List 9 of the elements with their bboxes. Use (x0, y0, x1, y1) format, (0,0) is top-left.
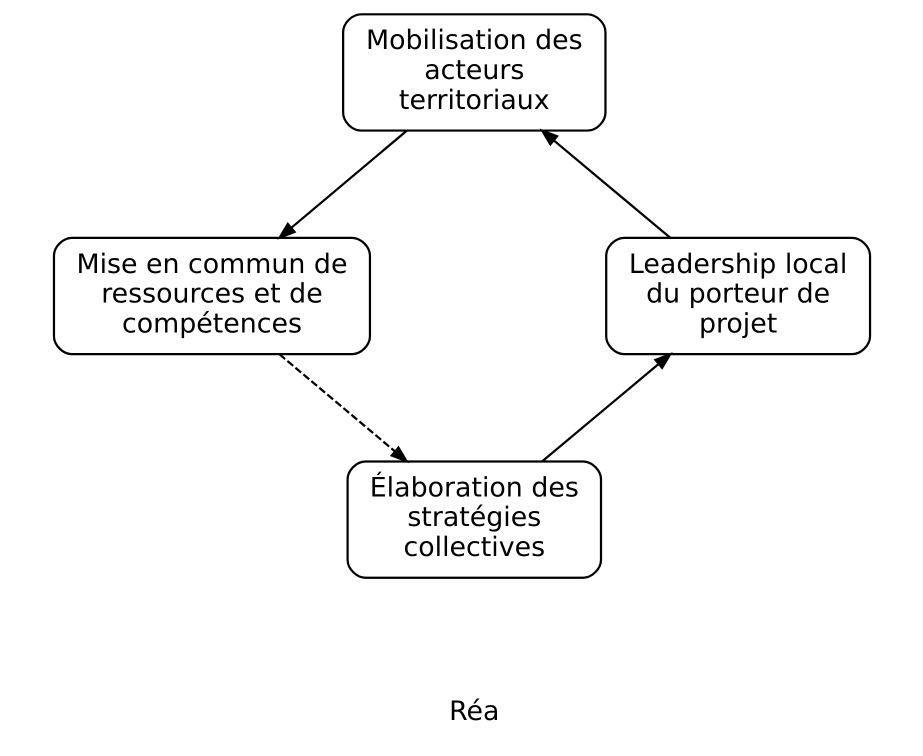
node-box: Leadership local du porteur de projet (604, 236, 871, 356)
arrow (278, 353, 409, 464)
arrow (541, 352, 672, 462)
label: Réa (448, 696, 499, 727)
arrow (539, 128, 670, 238)
arrow (276, 130, 407, 240)
node-box: Élaboration des stratégies collectives (346, 460, 602, 579)
node-box: Mise en commun de ressources et de compétences (52, 236, 371, 356)
node-box: Mobilisation des acteurs territoriaux (342, 13, 606, 132)
